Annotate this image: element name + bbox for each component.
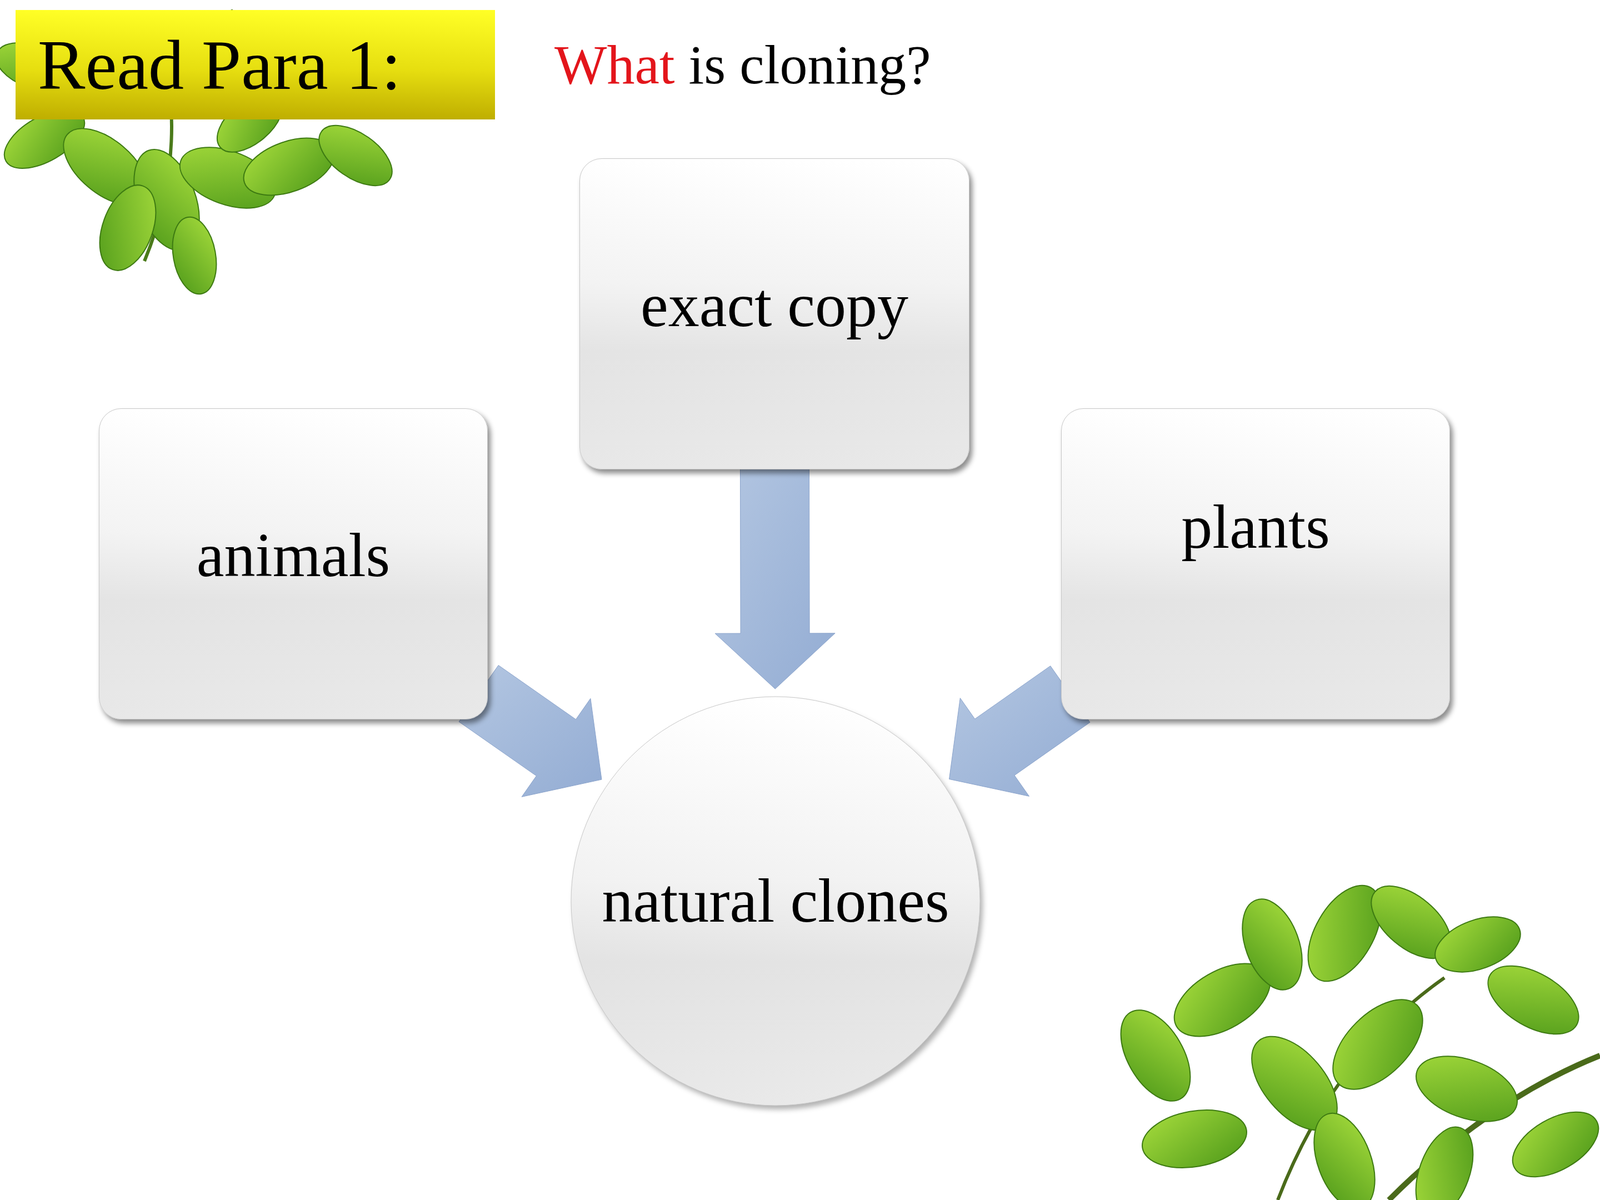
block-arrow: [715, 458, 835, 689]
leaf-cluster: [1106, 872, 1600, 1200]
node-text: animals: [196, 521, 390, 719]
node-text: plants: [1181, 492, 1330, 719]
concept-box: plants: [1061, 408, 1450, 720]
node-text: natural clones: [601, 866, 949, 1106]
question-text: What is cloning?: [554, 34, 932, 96]
concept-box: exact copy: [579, 158, 970, 470]
result-circle: natural clones: [571, 696, 980, 1106]
title-banner: Read Para 1:: [15, 10, 495, 120]
node-text: exact copy: [640, 271, 909, 469]
leaf-cluster: [0, 11, 403, 298]
title-text: Read Para 1:: [37, 29, 402, 101]
concept-box: animals: [98, 408, 488, 720]
